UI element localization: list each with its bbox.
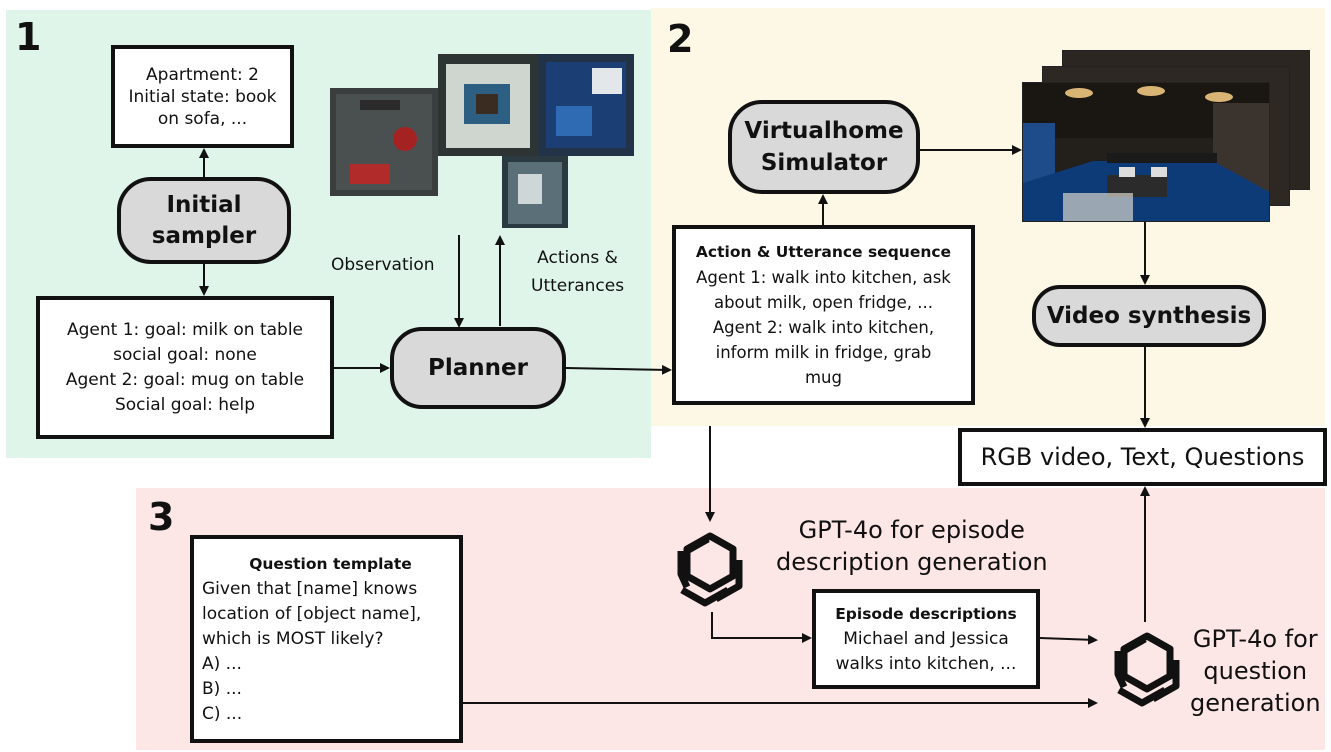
episode-descriptions-box: Episode descriptions Michael and Jessica… <box>812 589 1040 689</box>
initial-state-line: Apartment: 2 <box>146 64 259 85</box>
action-sequence-line: about milk, open fridge, ... <box>713 293 934 312</box>
gpt-question-label: GPT-4o for question generation <box>1190 623 1321 719</box>
planner-label: Planner <box>428 355 528 381</box>
gpt-episode-label: GPT-4o for episode description generatio… <box>776 514 1048 578</box>
initial-sampler-node: Initial sampler <box>117 177 291 264</box>
initial-state-box: Apartment: 2 Initial state: book on sofa… <box>111 45 294 148</box>
initial-sampler-label: sampler <box>151 222 257 249</box>
agent-goal-line: social goal: none <box>113 344 257 365</box>
virtualhome-simulator-node: Virtualhome Simulator <box>728 100 920 194</box>
arrow-planner-to-sequence <box>565 364 672 375</box>
video-synthesis-node: Video synthesis <box>1032 285 1266 347</box>
episode-line: walks into kitchen, ... <box>835 653 1017 674</box>
question-template-title: Question template <box>249 554 412 573</box>
section-2-number: 2 <box>667 17 694 61</box>
floorplan-icon <box>330 54 634 228</box>
action-sequence-title: Action & Utterance sequence <box>695 243 952 261</box>
arrow-episode-to-gpt <box>1039 634 1098 645</box>
section-1-number: 1 <box>15 15 42 59</box>
question-template-line: Given that [name] knows <box>202 578 418 599</box>
question-template-box: Question template Given that [name] know… <box>190 535 463 743</box>
question-template-line: C) ... <box>202 703 243 724</box>
actions-label-line: Actions & <box>537 248 618 268</box>
action-sequence-line: mug <box>804 368 842 387</box>
gpt-question-label-line: generation <box>1190 689 1321 717</box>
action-sequence-line: Agent 1: walk into kitchen, ask <box>696 268 951 287</box>
initial-state-line: on sofa, ... <box>157 108 248 129</box>
video-frame-front-icon <box>1022 82 1270 222</box>
gpt-episode-label-line: description generation <box>776 548 1048 576</box>
planner-node: Planner <box>390 327 566 409</box>
simulator-label: Simulator <box>760 150 888 176</box>
initial-sampler-label: Initial <box>166 191 242 218</box>
gpt-question-label-line: question <box>1203 657 1308 685</box>
question-template-line: A) ... <box>202 653 242 674</box>
question-template-line: which is MOST likely? <box>202 628 384 649</box>
openai-question-logo-icon <box>1114 632 1180 707</box>
question-template-line: B) ... <box>202 678 242 699</box>
output-label: RGB video, Text, Questions <box>980 443 1305 471</box>
section-3-number: 3 <box>148 495 175 539</box>
initial-state-line: Initial state: book <box>128 86 277 107</box>
gpt-episode-label-line: GPT-4o for episode <box>798 516 1025 544</box>
action-sequence-line: Agent 2: walk into kitchen, <box>712 318 935 337</box>
observation-label: Observation <box>331 255 435 275</box>
agent-goal-line: Social goal: help <box>114 394 256 415</box>
gpt-question-label-line: GPT-4o for <box>1192 625 1318 653</box>
question-template-line: location of [object name], <box>202 603 422 624</box>
openai-episode-logo-icon <box>677 532 743 607</box>
output-box: RGB video, Text, Questions <box>958 428 1327 486</box>
action-sequence-box: Action & Utterance sequence Agent 1: wal… <box>672 225 975 405</box>
actions-utterances-label: Actions & Utterances <box>531 244 624 300</box>
actions-label-line: Utterances <box>531 276 625 296</box>
agent-goal-line: Agent 1: goal: milk on table <box>66 319 304 340</box>
simulator-label: Virtualhome <box>744 118 904 144</box>
arrow-gpt-to-episode <box>711 612 812 643</box>
agent-goal-line: Agent 2: goal: mug on table <box>65 369 305 390</box>
action-sequence-line: inform milk in fridge, grab <box>715 343 932 362</box>
episode-title: Episode descriptions <box>835 604 1017 623</box>
agent-goals-box: Agent 1: goal: milk on table social goal… <box>36 296 334 439</box>
episode-line: Michael and Jessica <box>843 628 1009 649</box>
video-synthesis-label: Video synthesis <box>1046 303 1252 329</box>
